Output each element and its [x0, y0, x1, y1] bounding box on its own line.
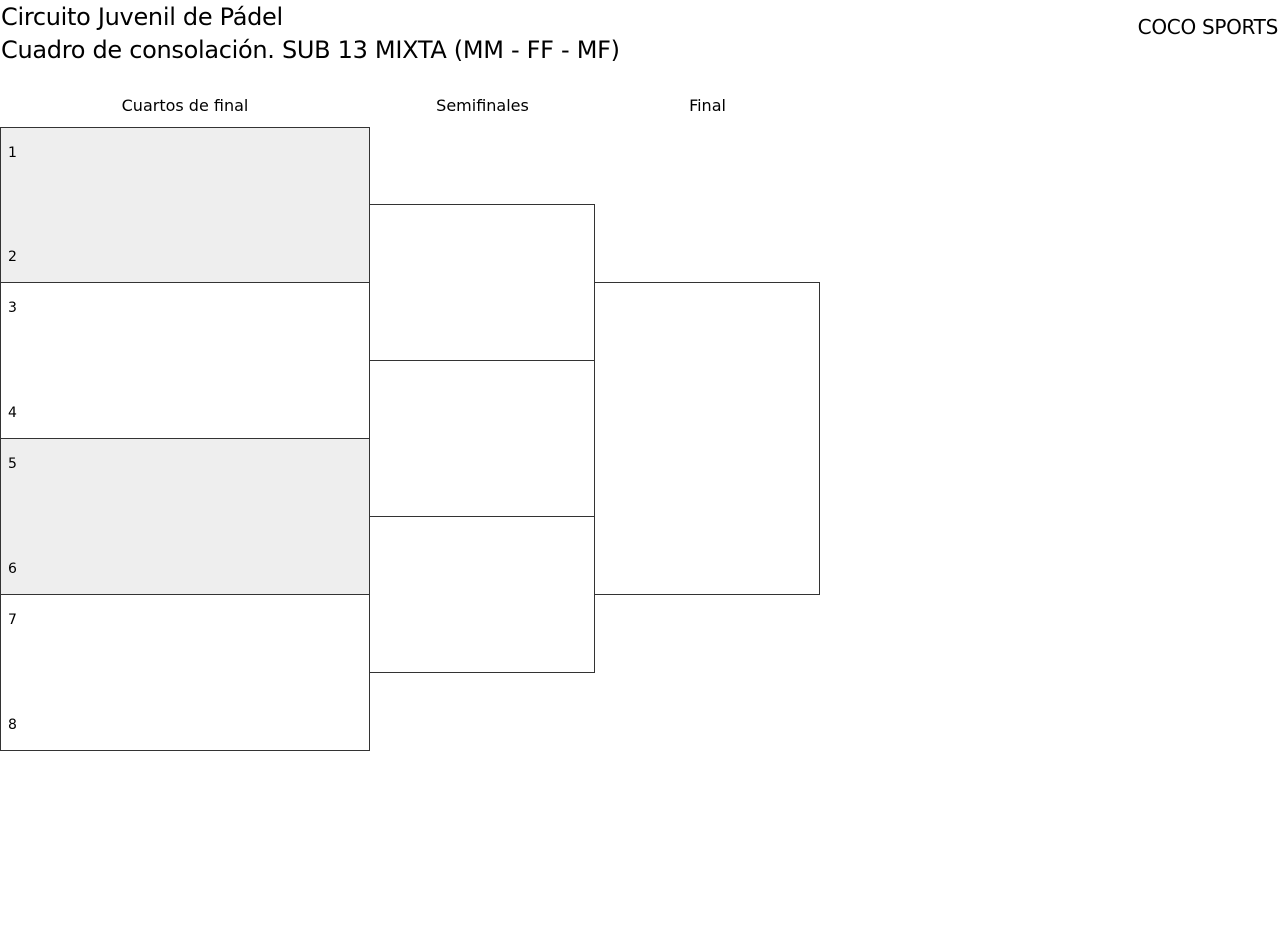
round-label-semifinals: Semifinales	[436, 96, 529, 115]
seed-label: 6	[8, 561, 17, 577]
brand-name: COCO SPORTS	[1137, 15, 1279, 39]
seed-label: 3	[8, 300, 17, 316]
seed-label: 8	[8, 717, 17, 733]
page-subtitle: Cuadro de consolación. SUB 13 MIXTA (MM …	[1, 36, 620, 64]
round-label-quarterfinals: Cuartos de final	[121, 96, 249, 115]
quarterfinal-match-2: 3 4	[0, 282, 370, 439]
semifinal-match-1	[369, 204, 595, 361]
seed-label: 5	[8, 456, 17, 472]
quarterfinal-match-3: 5 6	[0, 438, 370, 595]
seed-label: 2	[8, 249, 17, 265]
quarterfinal-match-4: 7 8	[0, 594, 370, 751]
seed-label: 1	[8, 145, 17, 161]
quarterfinal-match-1: 1 2	[0, 127, 370, 283]
round-label-final: Final	[689, 96, 726, 115]
seed-label: 4	[8, 405, 17, 421]
page-title: Circuito Juvenil de Pádel	[1, 3, 283, 31]
final-match	[594, 282, 820, 595]
seed-label: 7	[8, 612, 17, 628]
semifinal-match-2	[369, 516, 595, 673]
